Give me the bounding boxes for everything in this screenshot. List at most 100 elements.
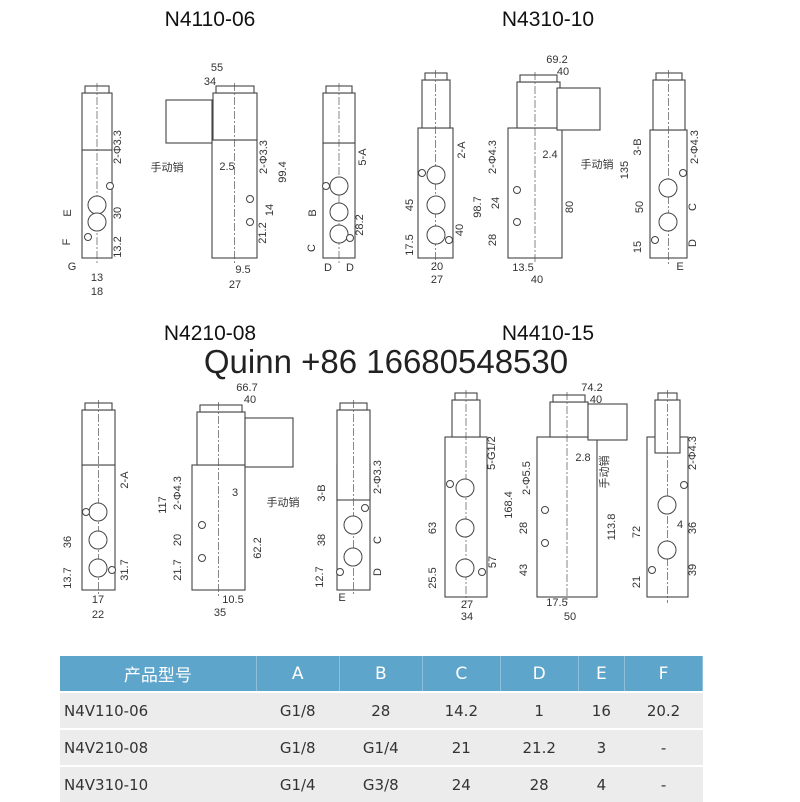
- dimension-label: 3-B: [632, 138, 644, 155]
- dimension-label: D: [324, 262, 332, 274]
- dimension-label: D: [372, 568, 384, 576]
- coil-nut: [215, 85, 255, 94]
- dimension-label: 2.5: [219, 161, 234, 173]
- port-circle: [426, 165, 446, 185]
- dimension-label: 13.2: [112, 236, 124, 257]
- mount-hole: [418, 169, 426, 177]
- coil-nut: [424, 72, 448, 81]
- table-cell: 24: [422, 765, 501, 802]
- mount-hole: [513, 218, 521, 226]
- mount-hole: [84, 233, 92, 241]
- port-circle: [343, 515, 363, 535]
- drawing-title-n4210: N4210-08: [164, 322, 256, 345]
- coil-nut: [519, 74, 558, 83]
- mount-hole: [246, 218, 254, 226]
- table-cell: 28: [500, 765, 579, 802]
- solenoid-coil: [549, 401, 589, 438]
- table-cell: 3: [578, 728, 625, 766]
- dimension-label: 98.7: [472, 196, 484, 217]
- dimension-label: 57: [487, 556, 499, 568]
- dimension-label: 2.4: [542, 149, 557, 161]
- dimension-label: 2.8: [575, 452, 590, 464]
- dimension-label: 2-A: [456, 141, 468, 159]
- port-circle: [455, 558, 475, 578]
- valve-view: [81, 400, 116, 596]
- dimension-label: E: [676, 261, 683, 273]
- dimension-label: 34: [204, 76, 216, 88]
- solenoid-coil: [652, 79, 686, 131]
- dimension-label: 72: [631, 526, 643, 538]
- dimension-label: 74.2: [581, 382, 602, 394]
- table-cell: N4V210-08: [60, 728, 257, 766]
- mount-hole: [446, 480, 454, 488]
- dimension-label: 2-Φ3.3: [258, 140, 270, 174]
- dimension-label: 28: [487, 234, 499, 246]
- dimension-label: 113.8: [606, 514, 618, 541]
- mount-hole: [445, 236, 453, 244]
- table-cell: 1: [500, 691, 579, 729]
- dimension-label: 43: [518, 564, 530, 576]
- connector-housing: [165, 99, 213, 144]
- table-cell: 21: [422, 728, 501, 766]
- dimension-label: 99.4: [277, 161, 289, 182]
- dimension-label: 40: [590, 394, 602, 406]
- port-circle: [455, 518, 475, 538]
- table-cell: G1/8: [256, 691, 340, 729]
- dimension-label: 62.2: [252, 537, 264, 558]
- port-circle: [658, 212, 678, 232]
- dimension-label: 13.5: [512, 262, 533, 274]
- valve-view: [536, 392, 628, 603]
- dimension-label: 20: [172, 534, 184, 546]
- solenoid-coil: [516, 81, 561, 129]
- dimension-label: 17.5: [404, 234, 416, 255]
- dimension-label: 63: [427, 522, 439, 534]
- table-cell: G1/4: [339, 728, 423, 766]
- dimension-label: 5-G1/2: [486, 436, 498, 470]
- port-circle: [87, 212, 107, 232]
- mount-hole: [246, 195, 254, 203]
- dimension-label: 28: [518, 522, 530, 534]
- dimension-label: F: [61, 238, 73, 245]
- port-circle: [329, 224, 349, 244]
- mount-hole: [680, 481, 688, 489]
- dimension-label: D: [687, 239, 699, 247]
- mount-hole: [478, 568, 486, 576]
- valve-view: [649, 70, 688, 264]
- watermark-contact: Quinn +86 16680548530: [204, 343, 568, 380]
- valve-view: [646, 390, 689, 603]
- table-cell: 20.2: [624, 691, 703, 729]
- column-header: C: [422, 656, 501, 692]
- dimension-label: 2-Φ3.3: [372, 460, 384, 494]
- port-circle: [657, 540, 677, 560]
- port-circle: [426, 225, 446, 245]
- table-cell: -: [624, 728, 703, 766]
- dimension-label: 10.5: [222, 594, 243, 606]
- dimension-label: 2-Φ3.3: [112, 130, 124, 164]
- column-header: F: [624, 656, 703, 692]
- dimension-label: 21: [631, 576, 643, 588]
- port-circle: [329, 202, 349, 222]
- table-cell: 14.2: [422, 691, 501, 729]
- dimension-label: 36: [687, 522, 699, 534]
- mount-hole: [346, 234, 354, 242]
- dimension-label: 15: [632, 241, 644, 253]
- dimension-label: 手动销: [581, 157, 614, 171]
- port-circle: [88, 502, 108, 522]
- connector-housing: [587, 403, 628, 441]
- dimension-label: 38: [316, 534, 328, 546]
- dimension-label: 手动销: [597, 456, 611, 489]
- port-circle: [87, 195, 107, 215]
- solenoid-coil: [212, 92, 258, 141]
- table-cell: N4V310-10: [60, 765, 257, 802]
- dimension-label: 27: [431, 274, 443, 286]
- dimension-label: 28.2: [354, 214, 366, 235]
- dimension-label: 34: [461, 611, 473, 623]
- mount-hole: [361, 504, 369, 512]
- port-circle: [658, 178, 678, 198]
- table-cell: 16: [578, 691, 625, 729]
- valve-view: [417, 70, 454, 264]
- dimension-label: 40: [454, 224, 466, 236]
- dimension-label: 27: [229, 279, 241, 291]
